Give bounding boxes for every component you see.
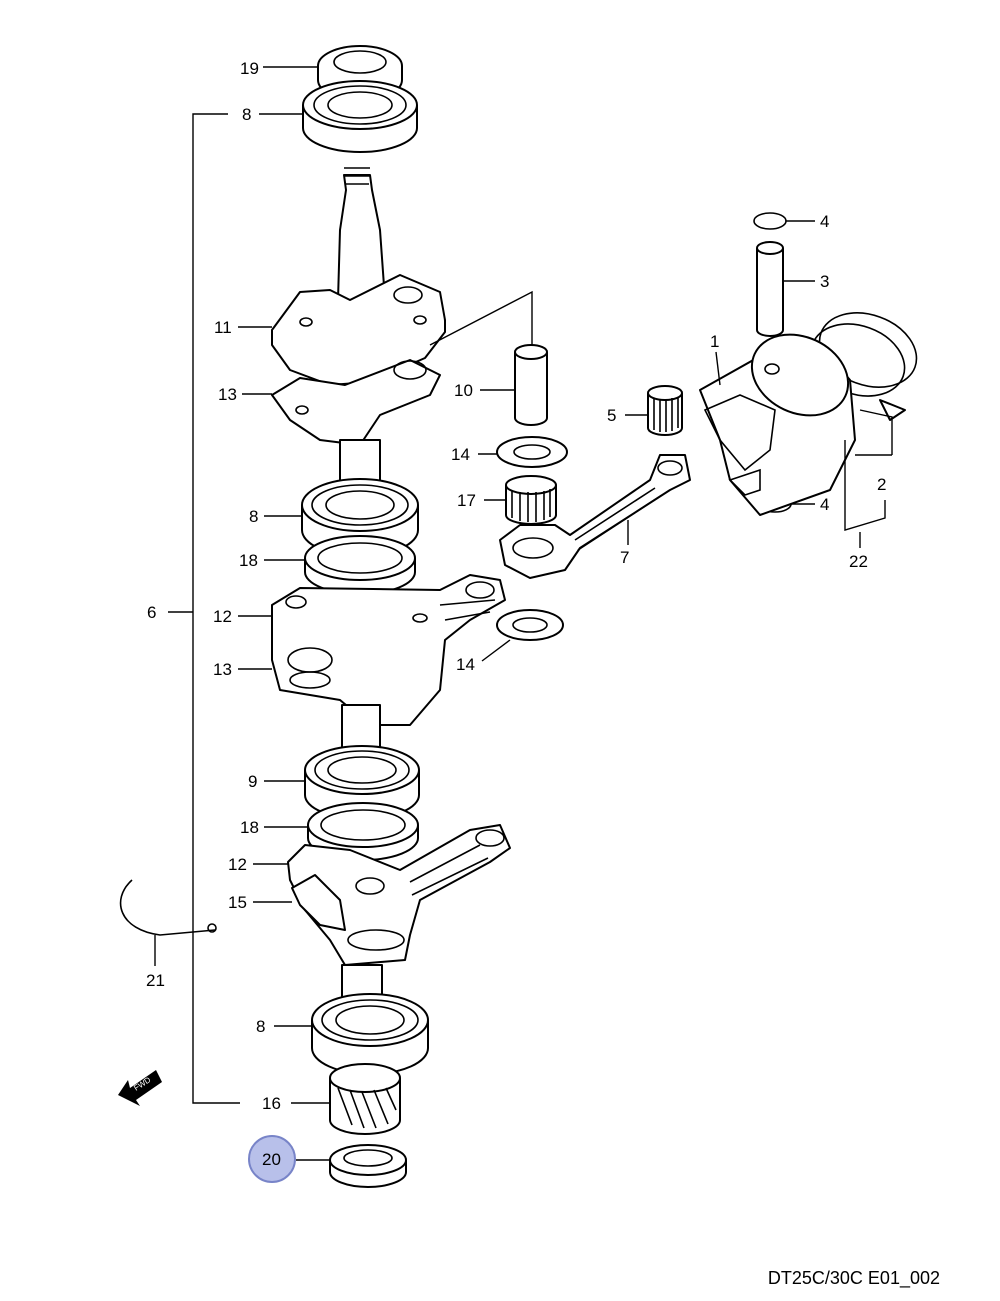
callout-22[interactable]: 22 <box>849 552 868 571</box>
part-15-crank-web[interactable] <box>291 874 346 931</box>
callout-12-lower[interactable]: 12 <box>228 855 247 874</box>
diagram-code: DT25C/30C E01_002 <box>767 1268 940 1288</box>
callout-13-lower[interactable]: 13 <box>213 660 232 679</box>
part-11-crank-web[interactable] <box>271 274 446 386</box>
callout-14-upper[interactable]: 14 <box>451 445 470 464</box>
callout-4-bottom[interactable]: 4 <box>820 495 829 514</box>
callout-13-upper[interactable]: 13 <box>218 385 237 404</box>
part-5-needle-bearing[interactable] <box>647 385 683 436</box>
part-2-indicator <box>855 409 893 456</box>
part-3-piston-pin[interactable] <box>756 241 784 337</box>
part-1-piston[interactable] <box>699 319 861 516</box>
part-18-seal-ring-upper[interactable] <box>304 535 416 595</box>
callout-5[interactable]: 5 <box>607 406 616 425</box>
callout-16[interactable]: 16 <box>262 1094 281 1113</box>
callout-6[interactable]: 6 <box>147 603 156 622</box>
group-6-bracket <box>168 113 240 1104</box>
callout-1[interactable]: 1 <box>710 332 719 351</box>
callout-8-middle[interactable]: 8 <box>249 507 258 526</box>
callout-14-lower[interactable]: 14 <box>456 655 475 674</box>
part-13-crank-web[interactable] <box>271 359 441 446</box>
callout-8-lower[interactable]: 8 <box>256 1017 265 1036</box>
fwd-arrow-icon: FWD <box>118 1070 162 1106</box>
callout-3[interactable]: 3 <box>820 272 829 291</box>
crankshaft-upper-shaft[interactable] <box>337 167 386 301</box>
callout-labels: 19 8 11 13 8 18 6 12 13 9 18 12 15 21 8 … <box>146 59 886 1169</box>
callout-21[interactable]: 21 <box>146 971 165 990</box>
callout-9[interactable]: 9 <box>248 772 257 791</box>
part-14-thrust-washer-upper[interactable] <box>496 436 568 468</box>
callout-11[interactable]: 11 <box>214 318 232 337</box>
callout-18-upper[interactable]: 18 <box>239 551 258 570</box>
part-4-circlip-top[interactable] <box>753 212 787 230</box>
part-8-bearing-top[interactable] <box>302 80 418 153</box>
callout-4-top[interactable]: 4 <box>820 212 829 231</box>
callout-19[interactable]: 19 <box>240 59 259 78</box>
part-7-connecting-rod[interactable] <box>499 454 691 579</box>
callout-12-upper[interactable]: 12 <box>213 607 232 626</box>
callout-8-top[interactable]: 8 <box>242 105 251 124</box>
callout-20[interactable]: 20 <box>262 1150 281 1169</box>
part-17-needle-bearing[interactable] <box>505 475 557 525</box>
callout-10[interactable]: 10 <box>454 381 473 400</box>
part-8-bearing-lower[interactable] <box>311 993 429 1075</box>
part-10-crankpin[interactable] <box>514 344 548 426</box>
callout-2[interactable]: 2 <box>877 475 886 494</box>
callout-15[interactable]: 15 <box>228 893 247 912</box>
part-21-circlip[interactable] <box>119 879 217 936</box>
callout-17[interactable]: 17 <box>457 491 476 510</box>
part-16-gear[interactable] <box>329 1063 401 1135</box>
part-20-oil-seal[interactable] <box>329 1144 407 1188</box>
part-12-crank-web-middle[interactable] <box>271 574 506 726</box>
part-14-thrust-washer-lower[interactable] <box>496 609 564 641</box>
part-20-highlight[interactable] <box>248 1135 296 1183</box>
callout-7[interactable]: 7 <box>620 548 629 567</box>
callout-18-lower[interactable]: 18 <box>240 818 259 837</box>
leader-lines <box>154 66 886 1161</box>
